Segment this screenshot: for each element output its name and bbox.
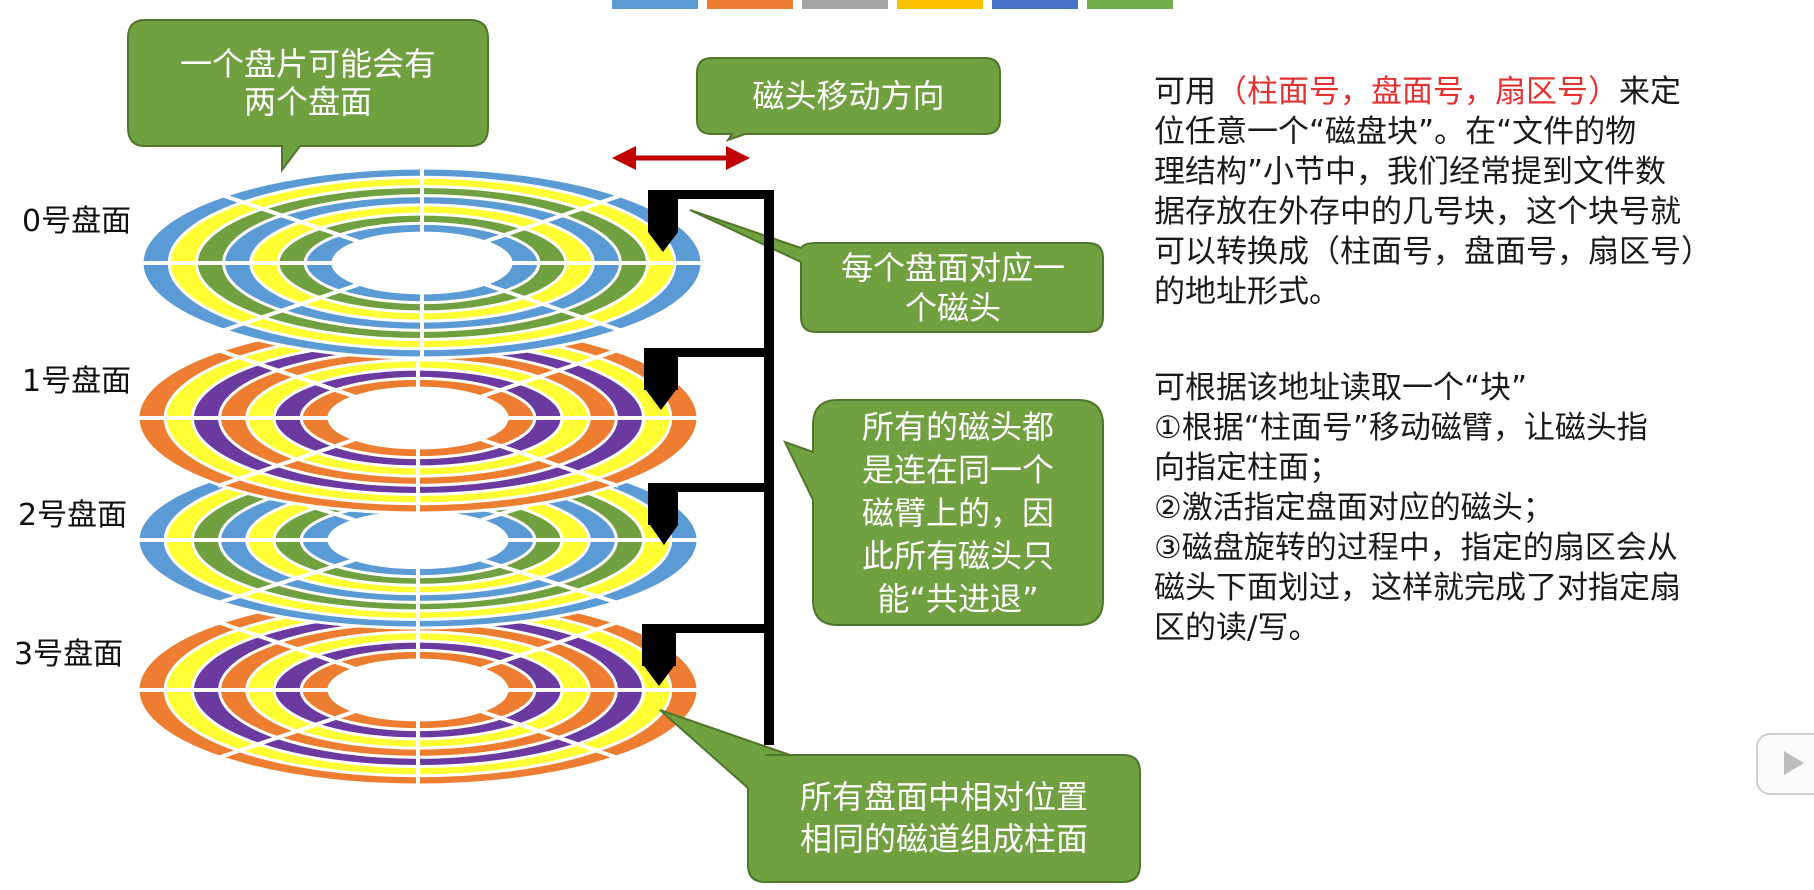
disk-surface-0 xyxy=(139,166,705,360)
text-line: 的地址形式。 xyxy=(1154,274,1340,310)
head-movement-arrow xyxy=(612,146,750,170)
callout-cylinder xyxy=(659,709,1141,883)
color-bar-segment xyxy=(707,0,793,9)
color-bar-segment xyxy=(897,0,983,9)
address-tuple-highlight: （柱面号，盘面号，扇区号） xyxy=(1216,74,1619,110)
arm-branch-1 xyxy=(660,348,774,357)
head-2 xyxy=(648,483,678,545)
text-line: ③磁盘旋转的过程中，指定的扇区会从 xyxy=(1154,530,1678,566)
surface-label-2: 2号盘面 xyxy=(18,498,128,533)
callout-platter-surfaces xyxy=(127,19,489,173)
callout-head-per-surface xyxy=(689,209,1104,333)
surface-label-0: 0号盘面 xyxy=(22,204,132,239)
text-fragment: 来定 xyxy=(1619,74,1681,110)
text-line: 可用（柱面号，盘面号，扇区号）来定 xyxy=(1154,72,1712,112)
disk-stack xyxy=(135,166,705,787)
color-bar-segment xyxy=(802,0,888,9)
arm-branch-0 xyxy=(648,190,774,199)
arm-vertical-bar xyxy=(764,190,774,745)
slide-color-bar xyxy=(612,0,1173,9)
callout-head-direction xyxy=(696,57,1001,142)
arm-branch-3 xyxy=(650,624,774,633)
text-line: 位任意一个“磁盘块”。在“文件的物 xyxy=(1154,114,1637,150)
explanation-paragraph-1: 可用（柱面号，盘面号，扇区号）来定 位任意一个“磁盘块”。在“文件的物 理结构”… xyxy=(1154,72,1712,312)
disk-surface-3 xyxy=(135,593,701,787)
text-line: 可根据该地址读取一个“块” xyxy=(1154,370,1528,406)
surface-label-3: 3号盘面 xyxy=(14,637,124,672)
text-line: 向指定柱面； xyxy=(1154,450,1340,486)
text-line: ①根据“柱面号”移动磁臂，让磁头指 xyxy=(1154,410,1648,446)
play-icon[interactable] xyxy=(1756,733,1814,795)
text-line: 理结构”小节中，我们经常提到文件数 xyxy=(1154,154,1667,190)
disk-diagram xyxy=(127,19,1141,883)
color-bar-segment xyxy=(992,0,1078,9)
text-line: 可以转换成（柱面号，盘面号，扇区号） xyxy=(1154,234,1712,270)
callout-same-arm xyxy=(783,399,1104,626)
color-bar-segment xyxy=(1087,0,1173,9)
head-3 xyxy=(642,624,676,686)
text-line: 区的读/写。 xyxy=(1154,610,1320,646)
disk-arm xyxy=(642,190,774,745)
text-line: 磁头下面划过，这样就完成了对指定扇 xyxy=(1154,570,1681,606)
color-bar-segment xyxy=(612,0,698,9)
explanation-paragraph-2: 可根据该地址读取一个“块” ①根据“柱面号”移动磁臂，让磁头指 向指定柱面； ②… xyxy=(1154,368,1681,648)
text-line: ②激活指定盘面对应的磁头； xyxy=(1154,490,1554,526)
surface-label-1: 1号盘面 xyxy=(22,364,132,399)
head-0 xyxy=(648,190,678,252)
text-line: 据存放在外存中的几号块，这个块号就 xyxy=(1154,194,1681,230)
text-fragment: 可用 xyxy=(1154,74,1216,110)
head-1 xyxy=(644,348,678,410)
arm-branch-2 xyxy=(660,483,774,492)
